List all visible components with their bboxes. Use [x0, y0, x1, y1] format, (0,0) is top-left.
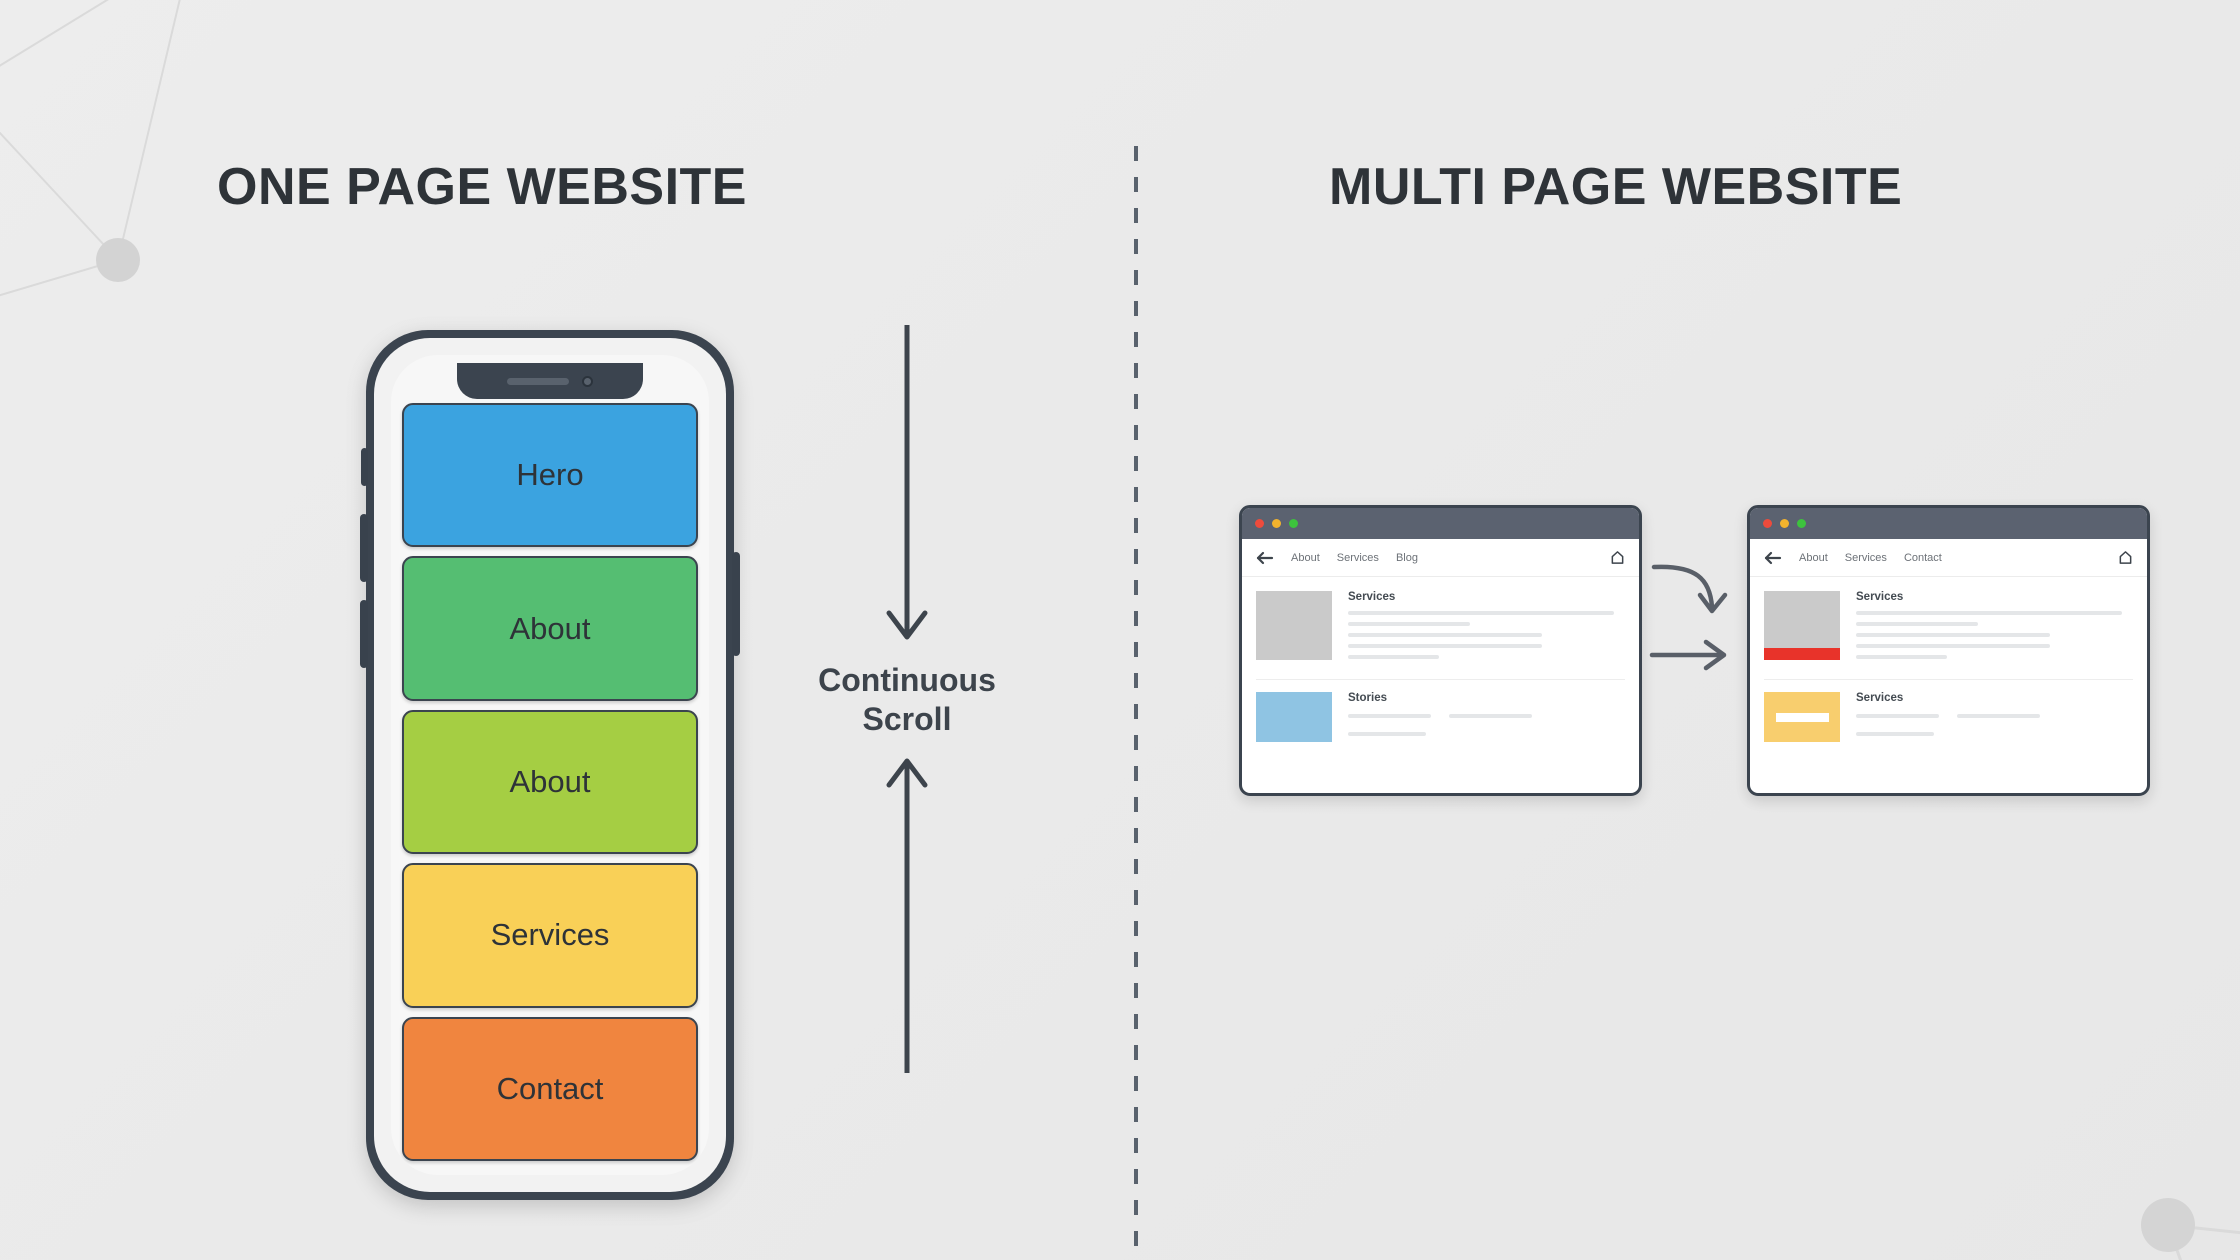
content-row: Services — [1764, 692, 2133, 748]
text-line — [1856, 714, 1940, 718]
browser-nav-bar: About Services Contact — [1750, 539, 2147, 577]
home-icon[interactable] — [1610, 550, 1625, 565]
browser-window-2[interactable]: About Services Contact Services — [1747, 505, 2150, 796]
browser-window-1[interactable]: About Services Blog Services — [1239, 505, 1642, 796]
text-line — [1348, 655, 1440, 659]
content-heading: Services — [1856, 692, 1904, 704]
browser-nav-bar: About Services Blog — [1242, 539, 1639, 577]
thumbnail-accent-bar — [1775, 712, 1829, 722]
phone-frame: Hero About About Services Contact — [360, 330, 740, 1200]
browser-titlebar — [1750, 508, 2147, 539]
browser-content: Services Stories — [1242, 577, 1639, 748]
text-line — [1856, 622, 1978, 626]
scroll-label-line-1: Continuous — [818, 662, 996, 698]
arrow-up-icon — [886, 758, 928, 1074]
content-thumbnail — [1764, 591, 1840, 660]
continuous-scroll-label: Continuous Scroll — [818, 661, 996, 739]
browser-titlebar — [1242, 508, 1639, 539]
text-line — [1856, 732, 1934, 736]
content-text-column: Services — [1348, 591, 1625, 666]
content-row: Services — [1256, 591, 1625, 666]
text-line — [1856, 644, 2050, 648]
front-camera-icon — [582, 375, 593, 387]
page-section-label: About — [509, 764, 591, 800]
content-heading: Services — [1856, 591, 1904, 603]
text-line — [1856, 633, 2050, 637]
text-line — [1348, 633, 1542, 637]
content-thumbnail — [1256, 692, 1332, 742]
page-section-label: Services — [490, 917, 610, 953]
content-thumbnail — [1764, 692, 1840, 742]
phone-mute-switch[interactable] — [361, 448, 368, 486]
minimize-button[interactable] — [1780, 519, 1789, 528]
phone-volume-up-button[interactable] — [360, 514, 368, 582]
content-divider — [1256, 679, 1625, 680]
thumbnail-accent-bar — [1764, 648, 1840, 660]
nav-link-services[interactable]: Services — [1336, 551, 1379, 564]
page-section-contact[interactable]: Contact — [402, 1016, 698, 1162]
nav-link-about[interactable]: About — [1291, 551, 1320, 564]
text-line — [1348, 611, 1614, 615]
arrow-down-icon — [886, 325, 928, 640]
text-line — [1856, 611, 2122, 615]
nav-link-about[interactable]: About — [1799, 551, 1828, 564]
phone-mockup: Hero About About Services Contact — [360, 330, 740, 1200]
maximize-button[interactable] — [1289, 519, 1298, 528]
scroll-label-line-2: Scroll — [862, 701, 952, 738]
one-page-website-title: ONE PAGE WEBSITE — [217, 158, 747, 216]
page-section-about-2[interactable]: About — [402, 709, 698, 855]
phone-volume-down-button[interactable] — [360, 600, 368, 668]
text-line — [1348, 622, 1470, 626]
arrow-left-icon[interactable] — [1764, 551, 1782, 565]
arrow-left-icon[interactable] — [1256, 551, 1274, 565]
text-line — [1957, 714, 2041, 718]
content-text-column: Services — [1856, 591, 2133, 666]
phone-notch — [457, 363, 643, 399]
phone-screen: Hero About About Services Contact — [391, 355, 709, 1175]
page-section-about-1[interactable]: About — [402, 556, 698, 701]
browser-content: Services Services — [1750, 577, 2147, 748]
page-section-label: Contact — [496, 1070, 604, 1106]
content-heading: Services — [1348, 591, 1396, 603]
home-icon[interactable] — [2118, 550, 2133, 565]
content-text-column: Stories — [1348, 692, 1625, 748]
text-line — [1348, 714, 1432, 718]
minimize-button[interactable] — [1272, 519, 1281, 528]
content-thumbnail — [1256, 591, 1332, 660]
maximize-button[interactable] — [1797, 519, 1806, 528]
close-button[interactable] — [1255, 519, 1264, 528]
content-divider — [1764, 679, 2133, 680]
page-section-services[interactable]: Services — [402, 863, 698, 1008]
content-row: Stories — [1256, 692, 1625, 748]
vertical-dashed-divider — [1134, 146, 1138, 1260]
page-section-label: Hero — [516, 457, 584, 493]
nav-link-services[interactable]: Services — [1844, 551, 1887, 564]
speaker-grille-icon — [507, 377, 569, 385]
page-transition-arrows — [1649, 564, 1728, 671]
content-text-column: Services — [1856, 692, 2133, 748]
page-section-label: About — [509, 610, 591, 646]
text-line — [1348, 644, 1542, 648]
text-line — [1449, 714, 1533, 718]
continuous-scroll-indicator: Continuous Scroll — [782, 325, 1032, 1205]
multi-page-website-title: MULTI PAGE WEBSITE — [1329, 158, 1903, 216]
phone-power-button[interactable] — [732, 552, 740, 656]
network-node-graphic — [2141, 1198, 2240, 1260]
phone-bezel: Hero About About Services Contact — [374, 338, 726, 1192]
close-button[interactable] — [1763, 519, 1772, 528]
text-line — [1856, 655, 1948, 659]
nav-link-contact[interactable]: Contact — [1903, 551, 1942, 564]
content-row: Services — [1764, 591, 2133, 666]
page-section-hero[interactable]: Hero — [402, 403, 698, 548]
content-heading: Stories — [1348, 692, 1387, 704]
text-line — [1348, 732, 1426, 736]
nav-link-blog[interactable]: Blog — [1395, 551, 1418, 564]
